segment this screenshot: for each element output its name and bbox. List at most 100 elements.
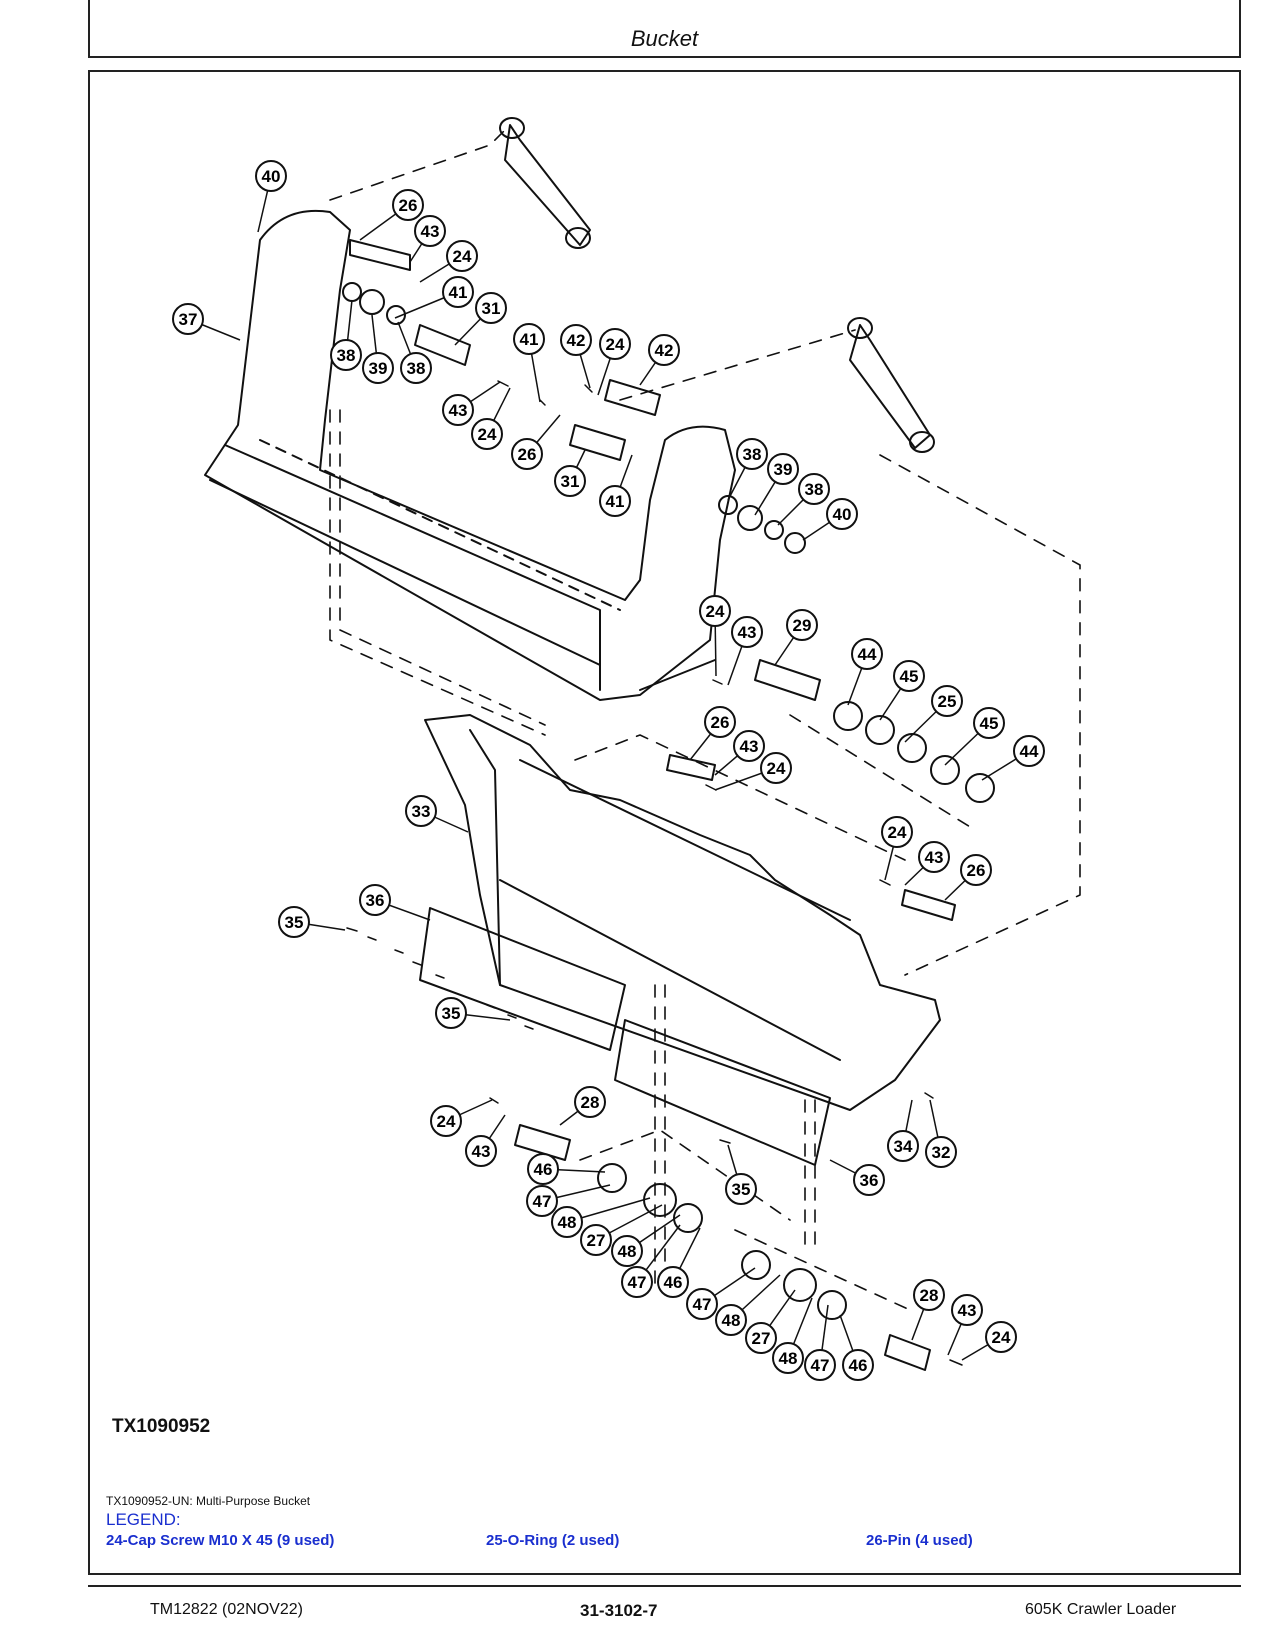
callout-circle — [511, 438, 543, 470]
callout-31: 31 — [554, 465, 586, 497]
callout-number: 41 — [520, 330, 539, 349]
callout-25: 25 — [931, 685, 963, 717]
callout-38: 38 — [736, 438, 768, 470]
callout-number: 24 — [767, 759, 786, 778]
callout-number: 47 — [628, 1273, 647, 1292]
callout-circle — [951, 1294, 983, 1326]
callout-number: 48 — [558, 1213, 577, 1232]
callout-number: 26 — [399, 196, 418, 215]
callout-number: 31 — [482, 299, 501, 318]
callout-number: 48 — [618, 1242, 637, 1261]
callout-number: 47 — [533, 1192, 552, 1211]
callout-41: 41 — [599, 485, 631, 517]
callout-circle — [554, 465, 586, 497]
callout-number: 24 — [453, 247, 472, 266]
callout-26: 26 — [392, 189, 424, 221]
callout-28: 28 — [574, 1086, 606, 1118]
callout-43: 43 — [442, 394, 474, 426]
callout-24: 24 — [471, 418, 503, 450]
callout-number: 43 — [421, 222, 440, 241]
callout-43: 43 — [414, 215, 446, 247]
callout-circle — [648, 334, 680, 366]
callout-44: 44 — [1013, 735, 1045, 767]
callout-circle — [430, 1105, 462, 1137]
callout-circle — [686, 1288, 718, 1320]
callout-number: 43 — [958, 1301, 977, 1320]
callout-number: 44 — [1020, 742, 1039, 761]
callout-45: 45 — [893, 660, 925, 692]
callout-circle — [798, 473, 830, 505]
bucket-line-art — [204, 117, 1081, 1371]
callout-circle — [804, 1349, 836, 1381]
callout-47: 47 — [621, 1266, 653, 1298]
callout-circle — [465, 1135, 497, 1167]
callout-48: 48 — [772, 1342, 804, 1374]
callout-circle — [255, 160, 287, 192]
legend-title: LEGEND: — [106, 1510, 181, 1529]
callout-38: 38 — [798, 473, 830, 505]
callout-number: 46 — [849, 1356, 868, 1375]
callout-number: 36 — [860, 1171, 879, 1190]
callout-circle — [842, 1349, 874, 1381]
callout-number: 36 — [366, 891, 385, 910]
callout-number: 37 — [179, 310, 198, 329]
callout-number: 40 — [833, 505, 852, 524]
callout-number: 46 — [664, 1273, 683, 1292]
callout-39: 39 — [767, 453, 799, 485]
callout-number: 43 — [472, 1142, 491, 1161]
callout-number: 45 — [900, 667, 919, 686]
figure-frame — [88, 70, 1241, 1575]
callout-circle — [599, 328, 631, 360]
callout-circle — [599, 485, 631, 517]
callout-43: 43 — [951, 1294, 983, 1326]
callout-circle — [772, 1342, 804, 1374]
callout-24: 24 — [985, 1321, 1017, 1353]
callout-circle — [786, 609, 818, 641]
callout-number: 43 — [738, 623, 757, 642]
callout-circle — [881, 816, 913, 848]
callout-number: 35 — [442, 1004, 461, 1023]
callout-number: 43 — [740, 737, 759, 756]
callout-47: 47 — [804, 1349, 836, 1381]
callout-number: 38 — [743, 445, 762, 464]
callout-circle — [960, 854, 992, 886]
callout-36: 36 — [359, 884, 391, 916]
callout-number: 48 — [779, 1349, 798, 1368]
callout-number: 42 — [655, 341, 674, 360]
callout-number: 47 — [693, 1295, 712, 1314]
callout-circle — [851, 638, 883, 670]
callout-circle — [767, 453, 799, 485]
callout-27: 27 — [580, 1224, 612, 1256]
callout-circle — [887, 1130, 919, 1162]
callout-24: 24 — [599, 328, 631, 360]
callout-circle — [330, 339, 362, 371]
callout-circle — [931, 685, 963, 717]
callout-number: 40 — [262, 167, 281, 186]
callout-circle — [526, 1185, 558, 1217]
callout-number: 35 — [285, 913, 304, 932]
callout-47: 47 — [526, 1185, 558, 1217]
callout-number: 25 — [938, 692, 957, 711]
callout-40: 40 — [255, 160, 287, 192]
callout-circle — [414, 215, 446, 247]
footer-divider — [88, 1585, 1241, 1587]
callout-number: 41 — [606, 492, 625, 511]
callout-circle — [611, 1235, 643, 1267]
callout-circle — [925, 1136, 957, 1168]
callout-circle — [359, 884, 391, 916]
callout-circle — [580, 1224, 612, 1256]
callout-42: 42 — [560, 324, 592, 356]
callout-46: 46 — [842, 1349, 874, 1381]
callout-circle — [826, 498, 858, 530]
callout-39: 39 — [362, 352, 394, 384]
callout-41: 41 — [442, 276, 474, 308]
callout-number: 39 — [369, 359, 388, 378]
callout-48: 48 — [551, 1206, 583, 1238]
callout-number: 34 — [894, 1137, 913, 1156]
callout-circle — [400, 352, 432, 384]
legend-item: 25-O-Ring (2 used) — [486, 1532, 620, 1549]
callout-37: 37 — [172, 303, 204, 335]
callout-26: 26 — [960, 854, 992, 886]
callout-45: 45 — [973, 707, 1005, 739]
